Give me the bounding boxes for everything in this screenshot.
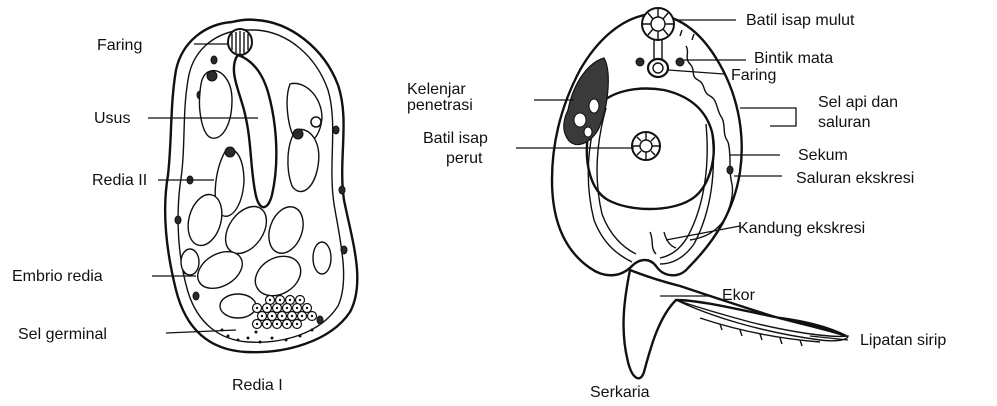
germinal-cell-nucleus [301,315,303,317]
label-bintik-mata: Bintik mata [754,50,833,67]
germinal-cell-nucleus [276,323,278,325]
label-sel-api-line2: saluran [818,114,870,131]
caption-serkaria: Serkaria [590,384,650,401]
germinal-cell-nucleus [291,315,293,317]
redia-ii-group [200,71,323,217]
redia-drawing [165,20,357,353]
redia-pharynx [228,29,252,55]
germinal-cell-nucleus [286,323,288,325]
serkaria-penetration-glands [564,58,608,145]
label-usus: Usus [94,110,130,127]
label-batil-perut-line1: Batil isap [423,130,488,147]
label-kelenjar-line1: Kelenjar [407,81,466,98]
flame-cells [680,30,728,142]
label-redia-ii: Redia II [92,172,147,189]
label-sel-api-line1: Sel api dan [818,94,898,111]
germinal-cell-nucleus [296,307,298,309]
label-faring-redia: Faring [97,37,142,54]
label-kelenjar-line2: penetrasi [407,97,473,114]
germinal-cells [253,296,317,329]
serkaria-oral-sucker [642,8,674,40]
label-sekum: Sekum [798,147,848,164]
germinal-cell-nucleus [256,307,258,309]
germinal-cell-nucleus [289,299,291,301]
serkaria-ventral-sucker [632,132,660,160]
germinal-cell-nucleus [269,299,271,301]
germinal-cell-nucleus [299,299,301,301]
caption-redia: Redia I [232,377,283,394]
germinal-cell-nucleus [271,315,273,317]
label-embrio-redia: Embrio redia [12,268,103,285]
label-saluran-ekskresi: Saluran ekskresi [796,170,914,187]
label-faring-serkaria: Faring [731,67,776,84]
germinal-cell-nucleus [256,323,258,325]
label-lipatan-sirip: Lipatan sirip [860,332,946,349]
germinal-cell-nucleus [276,307,278,309]
embrio-redia-group [181,191,331,318]
label-batil-perut-line2: perut [446,150,483,167]
germinal-cell-nucleus [279,299,281,301]
germinal-cell-nucleus [296,323,298,325]
label-ekor: Ekor [722,287,756,304]
germinal-cell-nucleus [266,323,268,325]
germinal-cell-nucleus [286,307,288,309]
germinal-cell-nucleus [306,307,308,309]
label-sel-germinal: Sel germinal [18,326,107,343]
germinal-cell-nucleus [281,315,283,317]
label-kandung-ekskresi: Kandung ekskresi [738,220,865,237]
germinal-cell-nucleus [261,315,263,317]
germinal-cell-nucleus [266,307,268,309]
germinal-cell-nucleus [311,315,313,317]
label-batil-isap-mulut: Batil isap mulut [746,12,855,29]
